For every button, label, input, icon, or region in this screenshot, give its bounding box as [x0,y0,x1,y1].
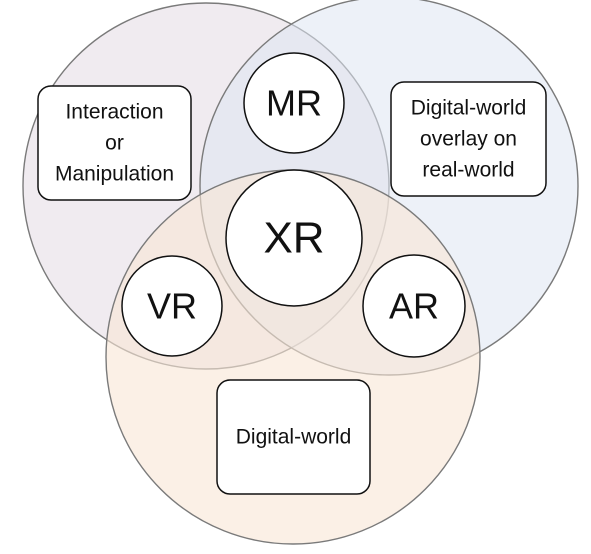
mr-label: MR [266,83,322,124]
vr-node: VR [121,255,223,357]
overlay-label-line-2: overlay on [420,128,517,151]
interaction-label-box: Interaction or Manipulation [37,85,192,201]
vr-label: VR [147,286,197,327]
digital-label-box: Digital-world [216,379,371,495]
xr-node: XR [225,169,363,307]
xr-label: XR [263,214,324,263]
interaction-label-line-1: Interaction [65,101,163,124]
ar-node: AR [362,254,466,358]
mr-node: MR [243,52,345,154]
overlay-label-line-3: real-world [422,159,514,182]
interaction-label-line-3: Manipulation [55,163,174,186]
overlay-label-box: Digital-world overlay on real-world [390,81,547,197]
ar-label: AR [389,286,439,327]
digital-label-line-1: Digital-world [236,426,352,449]
overlay-label-line-1: Digital-world [411,97,527,120]
interaction-label-line-2: or [105,132,124,155]
